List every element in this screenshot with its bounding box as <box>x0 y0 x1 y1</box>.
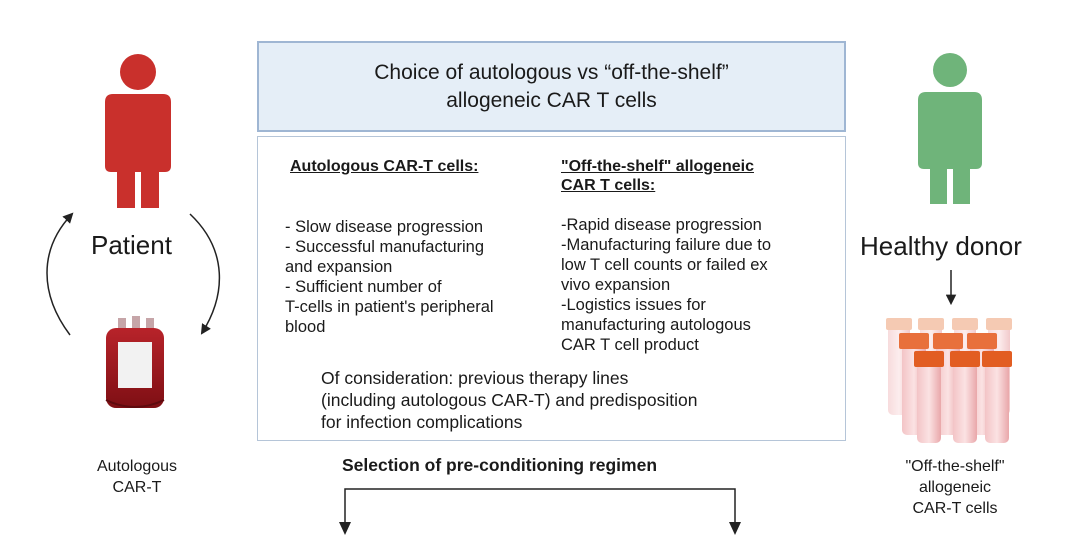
donor-figure-icon <box>918 53 982 204</box>
comparison-box <box>257 136 846 441</box>
title-line-2: allogeneic CAR T cells <box>446 88 657 112</box>
list-item: vivo expansion <box>561 276 671 294</box>
allogeneic-product-label: "Off-the-shelf" allogeneic CAR-T cells <box>880 456 1030 519</box>
list-item: -Rapid disease progression <box>561 216 762 234</box>
cycle-arrow-up <box>46 212 74 336</box>
autologous-product-label: Autologous CAR-T <box>70 456 204 498</box>
list-item: low T cell counts or failed ex <box>561 256 768 274</box>
autologous-product-line-2: CAR-T <box>112 479 162 496</box>
patient-label: Patient <box>91 230 172 260</box>
selection-heading: Selection of pre-conditioning regimen <box>342 455 658 475</box>
allogeneic-heading-line-2: CAR T cells: <box>561 177 656 194</box>
title-line-1: Choice of autologous vs “off-the-shelf” <box>374 60 729 84</box>
autologous-heading: Autologous CAR-T cells: <box>290 158 479 175</box>
list-item: - Sufficient number of <box>285 278 442 296</box>
allogeneic-heading: "Off-the-shelf" allogeneic CAR T cells: <box>561 157 754 195</box>
list-item: blood <box>285 318 326 336</box>
autologous-product-line-1: Autologous <box>96 458 178 475</box>
title-box: Choice of autologous vs “off-the-shelf” … <box>257 41 846 132</box>
selection-connector <box>344 488 736 530</box>
list-item: -Manufacturing failure due to <box>561 236 772 254</box>
blood-bag-icon <box>105 316 165 408</box>
consideration-line: for infection complications <box>321 412 523 432</box>
consideration-note: Of consideration: previous therapy lines… <box>321 367 697 433</box>
allogeneic-product-line-2: allogeneic <box>918 479 992 496</box>
healthy-donor-label: Healthy donor <box>860 231 1022 261</box>
list-item: T-cells in patient's peripheral <box>285 298 494 316</box>
list-item: CAR T cell product <box>561 336 699 354</box>
list-item: -Logistics issues for <box>561 296 706 314</box>
consideration-line: (including autologous CAR-T) and predisp… <box>321 390 698 410</box>
patient-figure-icon <box>105 54 171 208</box>
arrow-left-down <box>339 522 351 535</box>
allogeneic-product-line-3: CAR-T cells <box>912 500 998 517</box>
arrow-right-down <box>729 522 741 535</box>
list-item: - Successful manufacturing <box>285 238 485 256</box>
allogeneic-product-line-1: "Off-the-shelf" <box>905 458 1005 475</box>
cycle-arrow-down <box>189 213 220 335</box>
cell-vials-icon <box>886 318 1012 443</box>
list-item: manufacturing autologous <box>561 316 751 334</box>
list-item: - Slow disease progression <box>285 218 484 236</box>
list-item: and expansion <box>285 258 393 276</box>
autologous-list: - Slow disease progression - Successful … <box>285 217 494 337</box>
allogeneic-heading-line-1: "Off-the-shelf" allogeneic <box>561 158 754 175</box>
consideration-line: Of consideration: previous therapy lines <box>321 368 629 388</box>
allogeneic-list: -Rapid disease progression -Manufacturin… <box>561 215 771 355</box>
